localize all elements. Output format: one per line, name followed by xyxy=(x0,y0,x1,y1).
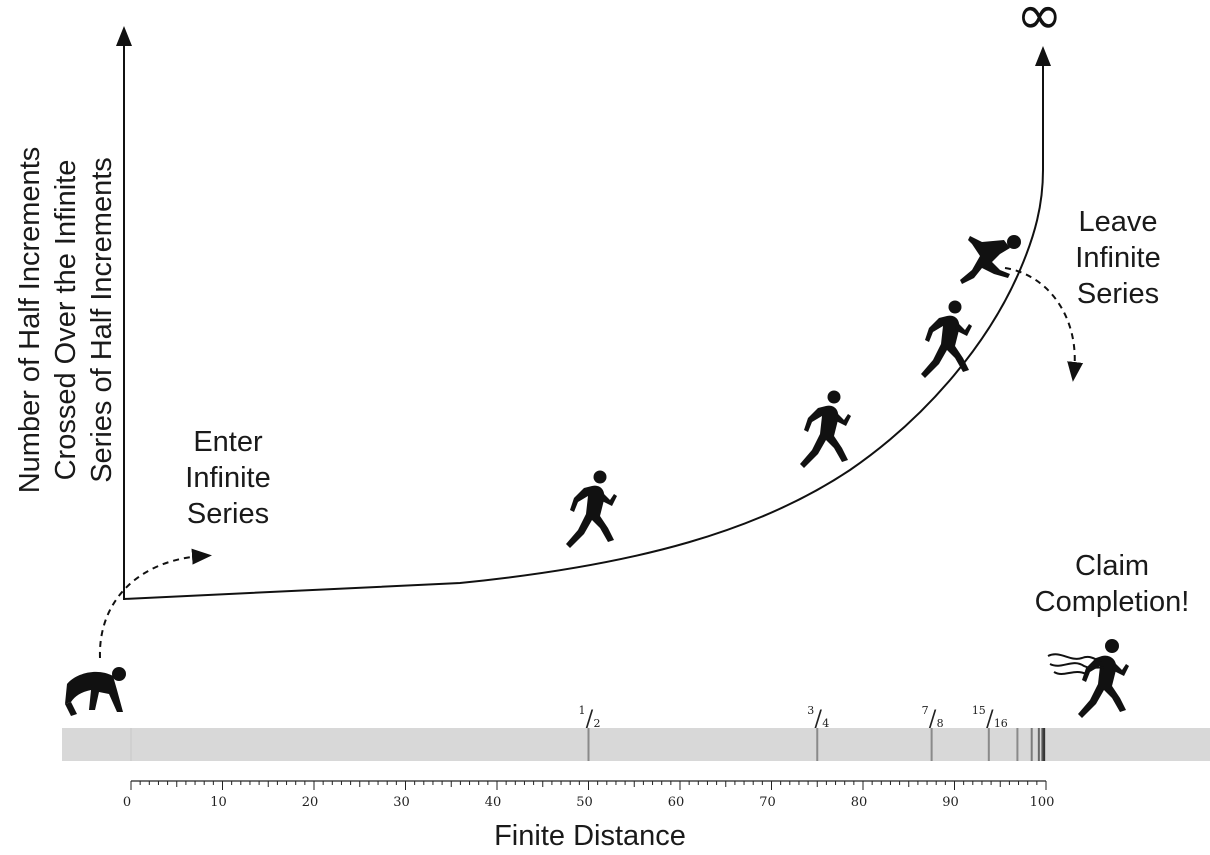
crouching-runner-icon xyxy=(65,667,126,716)
scale-tick-label: 30 xyxy=(393,795,410,810)
fraction-denominator: 2 xyxy=(594,717,601,730)
y-axis-label-line: Crossed Over the Infinite xyxy=(50,159,82,481)
scale-tick-label: 0 xyxy=(123,795,131,810)
fraction-marks: 1/23/47/815/16 xyxy=(579,704,1046,761)
infinity-symbol: ∞ xyxy=(1016,0,1063,48)
running-figure-icon xyxy=(800,390,851,468)
fraction-denominator: 8 xyxy=(937,717,944,730)
leaping-runner-icon xyxy=(960,235,1021,284)
x-axis-label: Finite Distance xyxy=(494,820,686,852)
leave-dashed-arrow xyxy=(1004,267,1084,382)
scale-tick-label: 70 xyxy=(759,795,776,810)
scale-tick-label: 40 xyxy=(485,795,502,810)
enter-dashed-arrow xyxy=(98,548,212,659)
enter-infinite-series-label: Enter Infinite Series xyxy=(185,426,271,530)
running-figure-icon xyxy=(566,470,617,548)
leave-infinite-series-label: Leave Infinite Series xyxy=(1075,206,1161,310)
track-bar xyxy=(62,728,1210,761)
scale-tick-label: 80 xyxy=(851,795,868,810)
fraction-numerator: 3 xyxy=(807,704,814,717)
y-axis-label: Number of Half Increments Crossed Over t… xyxy=(12,135,120,505)
fraction-denominator: 16 xyxy=(994,717,1008,730)
claim-completion-label: Claim Completion! xyxy=(1034,550,1190,618)
scale-tick-label: 10 xyxy=(210,795,227,810)
scale-tick-label: 90 xyxy=(942,795,959,810)
scale-tick-label: 60 xyxy=(668,795,685,810)
growth-curve xyxy=(123,169,1044,600)
fraction-slash: / xyxy=(929,707,937,732)
fraction-slash: / xyxy=(586,707,594,732)
scale-tick-label: 20 xyxy=(302,795,319,810)
running-figure-icon xyxy=(921,300,972,378)
y-axis-label-line: Series of Half Increments xyxy=(86,157,118,483)
scale-tick-label: 50 xyxy=(576,795,593,810)
fraction-numerator: 7 xyxy=(922,704,929,717)
fraction-numerator: 1 xyxy=(579,704,586,717)
fraction-numerator: 15 xyxy=(972,704,986,717)
fraction-slash: / xyxy=(986,707,994,732)
fraction-slash: / xyxy=(815,707,823,732)
scale-tick-label: 100 xyxy=(1030,795,1055,810)
finishing-runner-icon xyxy=(1047,639,1129,718)
y-axis-label-line: Number of Half Increments xyxy=(14,146,46,494)
fraction-denominator: 4 xyxy=(822,717,829,730)
distance-scale: 0 10 20 30 40 50 60 70 80 90 100 xyxy=(123,780,1055,810)
